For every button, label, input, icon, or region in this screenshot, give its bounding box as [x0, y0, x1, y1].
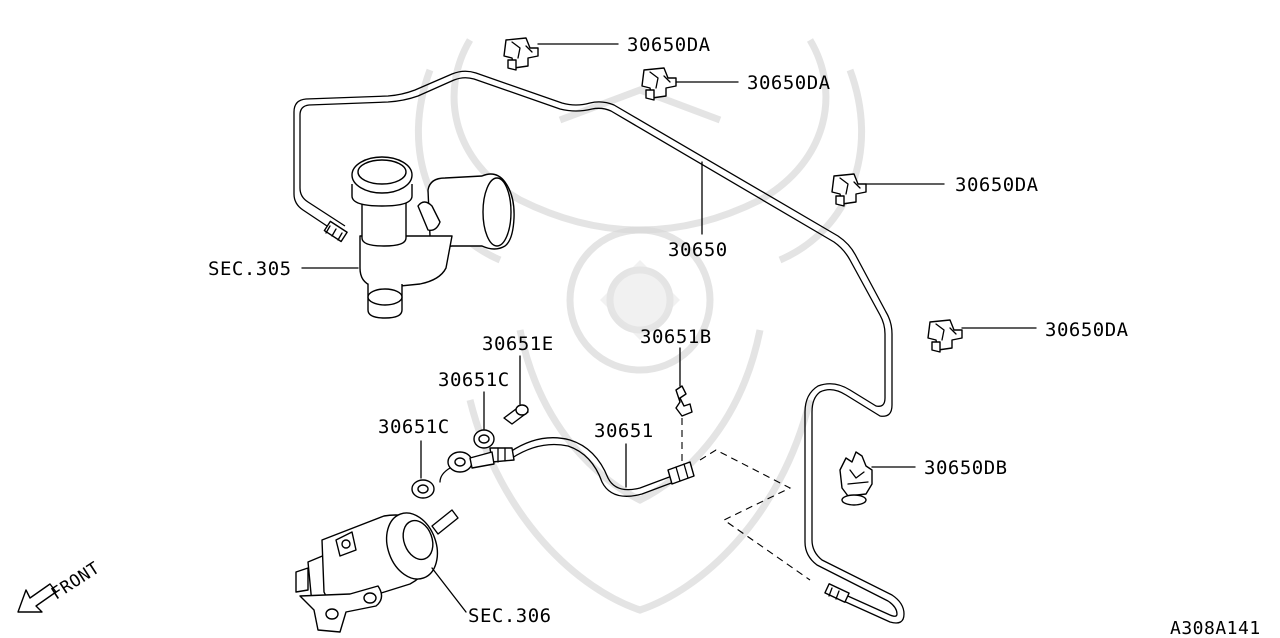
- callout-hose: 30651: [594, 420, 654, 442]
- clutch-tube: [293, 70, 905, 624]
- callout-washer-upper: 30651C: [438, 369, 510, 391]
- callout-clip-3: 30650DA: [955, 174, 1039, 196]
- watermark-emblem: [414, 38, 866, 614]
- diagram-id: A308A141: [1170, 618, 1261, 638]
- clip-icon: [641, 67, 677, 101]
- lock-plate-icon: [675, 385, 693, 417]
- clip-icon: [927, 319, 963, 353]
- bolt-icon: [503, 404, 529, 425]
- callout-tube: 30650: [668, 239, 728, 261]
- flare-nut-hose: [824, 583, 850, 603]
- clutch-operating-cylinder: [295, 509, 459, 633]
- clip-icon: [503, 37, 539, 71]
- callout-lock-plate: 30651B: [640, 326, 712, 348]
- assembly-guides: [681, 418, 811, 581]
- callout-operating-cylinder: SEC.306: [468, 605, 552, 627]
- flare-nut-master: [323, 220, 348, 243]
- clip-icon: [831, 173, 867, 207]
- callout-clip-1: 30650DA: [627, 34, 711, 56]
- clutch-hose: [489, 437, 695, 497]
- front-label: FRONT: [48, 558, 104, 604]
- callout-master-cylinder: SEC.305: [208, 258, 292, 280]
- washer-icon: [473, 429, 495, 449]
- callout-bolt: 30651E: [482, 333, 554, 355]
- front-arrow-icon: [17, 583, 57, 613]
- leader-lines: [301, 43, 1037, 613]
- banjo-connector: [439, 451, 495, 483]
- callout-clip-4: 30650DA: [1045, 319, 1129, 341]
- clutch-master-cylinder: [351, 156, 515, 319]
- callout-bracket: 30650DB: [924, 457, 1008, 479]
- bracket-icon: [839, 451, 873, 506]
- washer-icon: [411, 479, 435, 499]
- callout-clip-2: 30650DA: [747, 72, 831, 94]
- callout-washer-lower: 30651C: [378, 416, 450, 438]
